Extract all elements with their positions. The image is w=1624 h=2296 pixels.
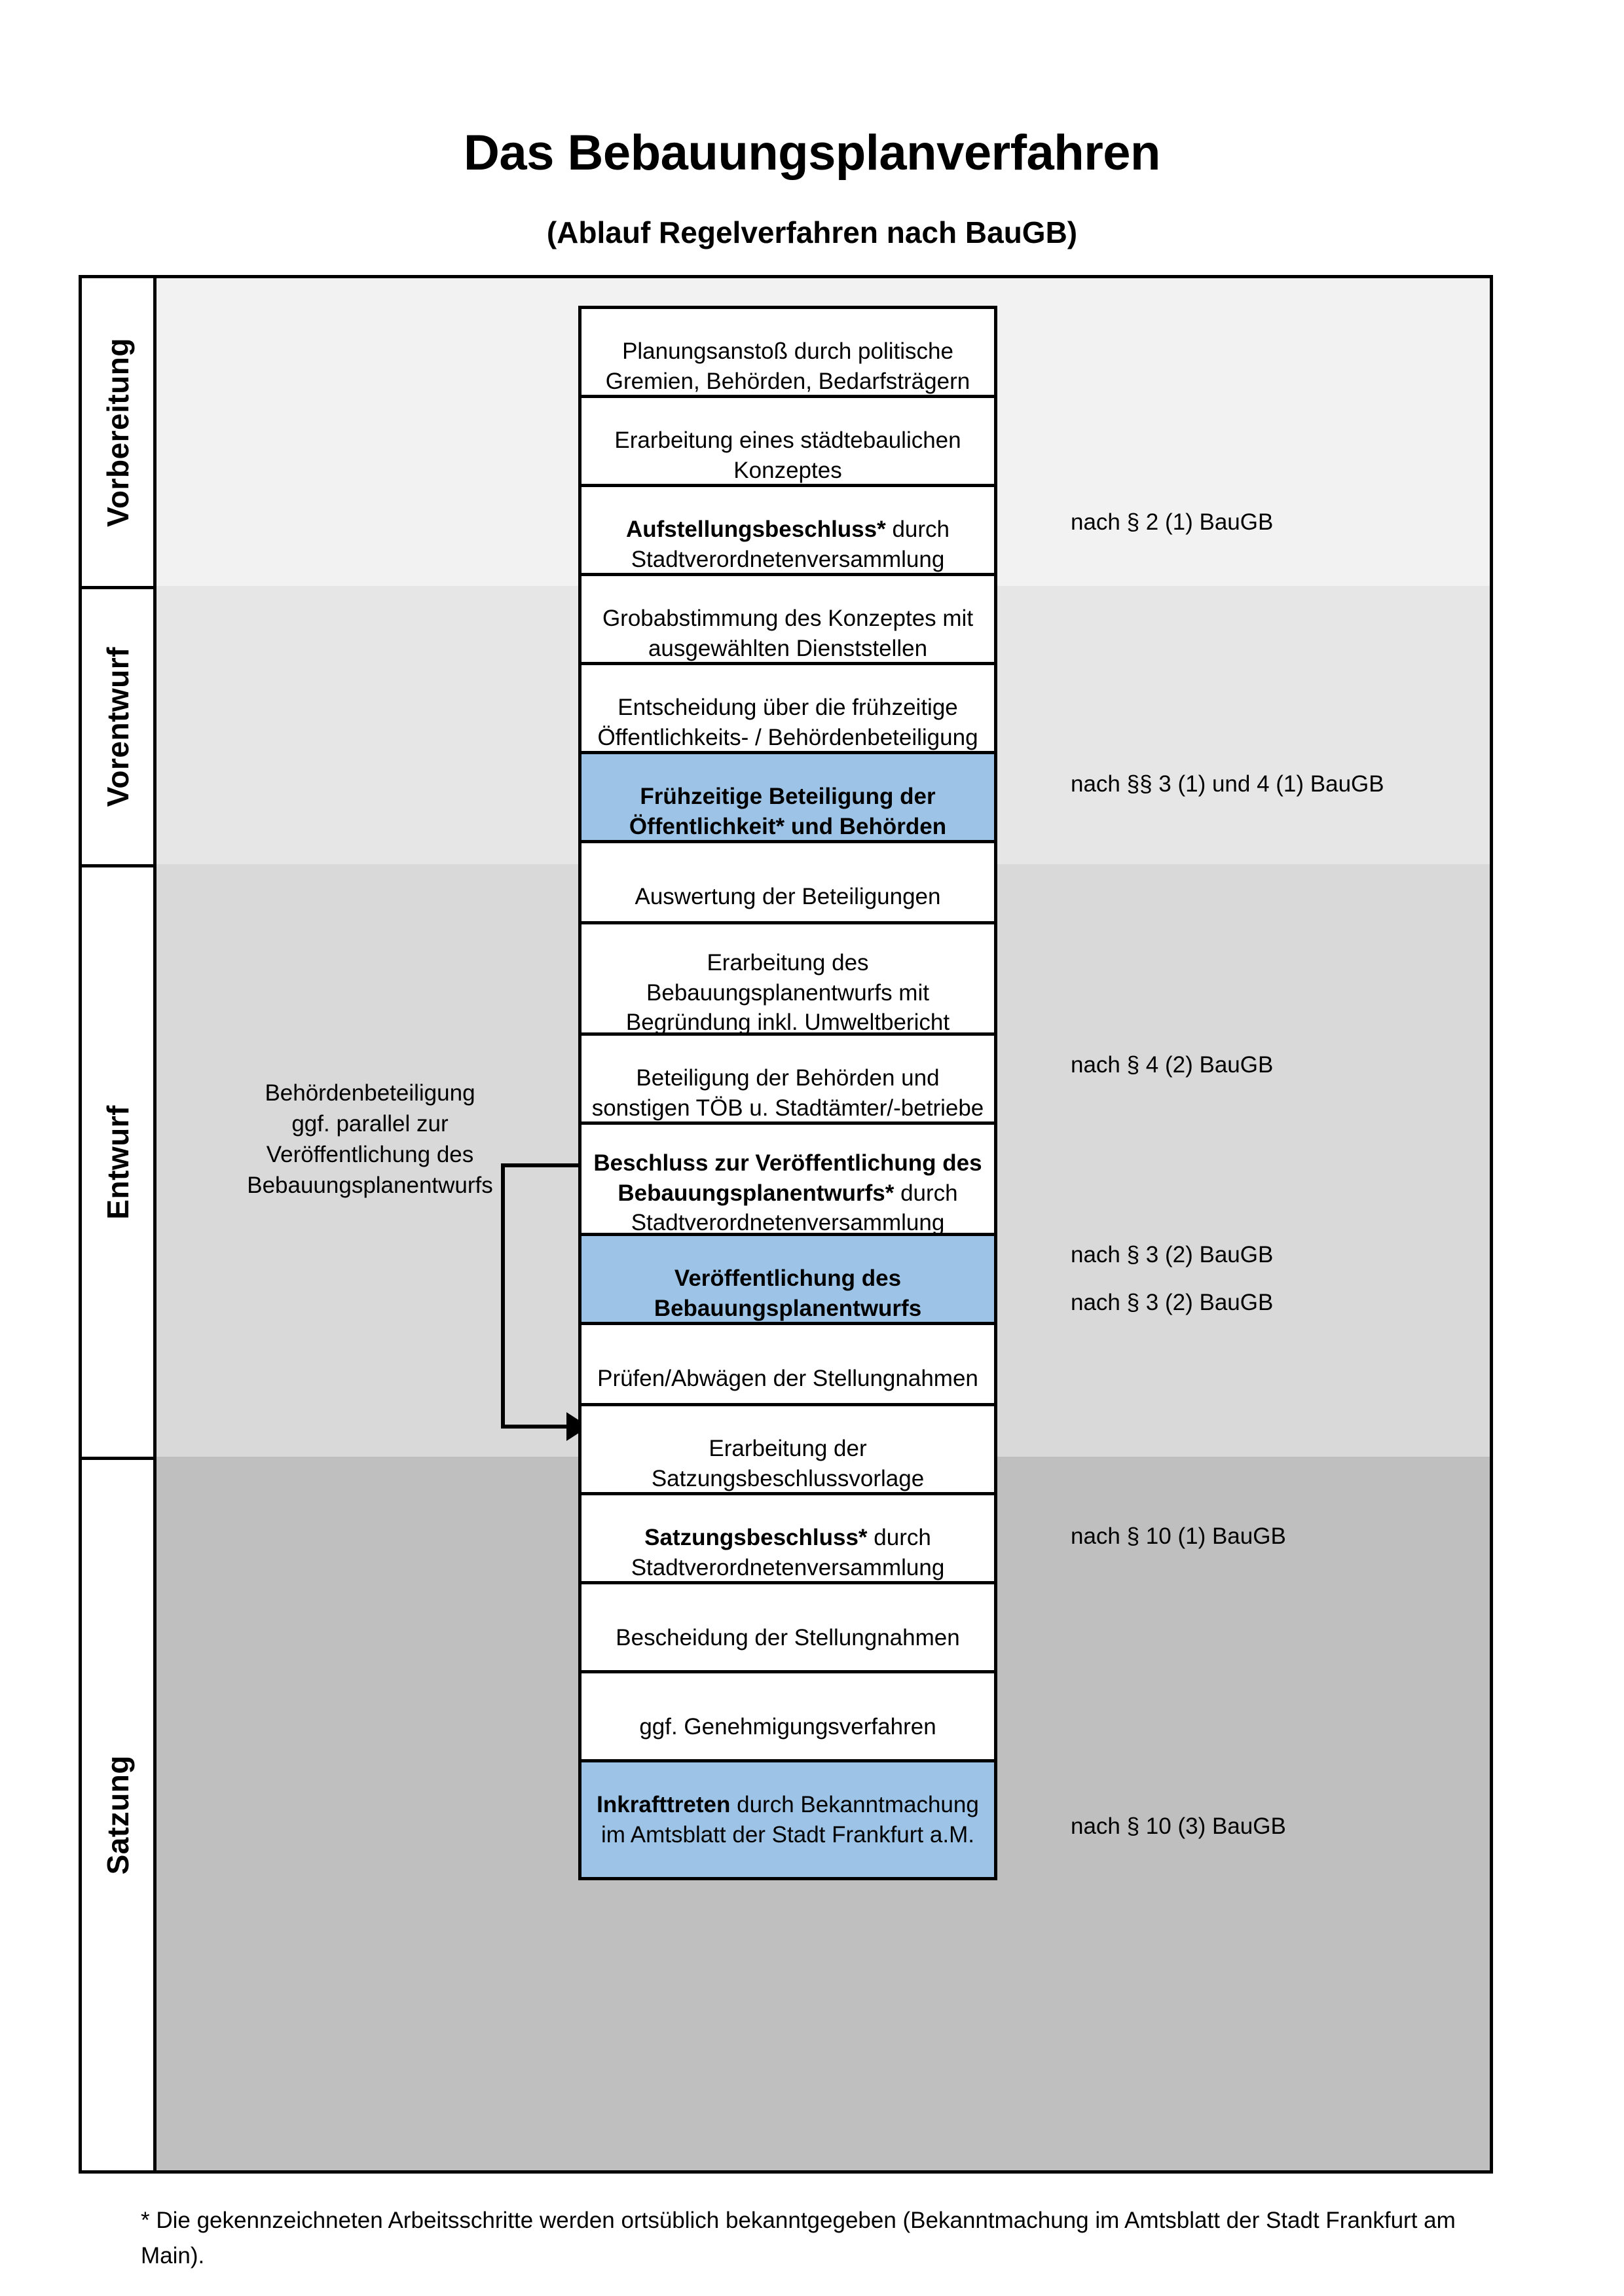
phase-label-entwurf: Entwurf	[100, 1104, 135, 1220]
bypass-connector-vert	[501, 1163, 505, 1429]
box-line: Planungsanstoß durch politische	[622, 338, 953, 364]
phase-label-satzung: Satzung	[100, 1755, 135, 1875]
box-line: Auswertung der Beteiligungen	[635, 883, 941, 909]
page-title: Das Bebauungsplanverfahren	[464, 125, 1160, 181]
legal-ref-par10-3: nach § 10 (3) BauGB	[1071, 1813, 1286, 1839]
box-line: Bebauungsplanentwurfs* durch	[618, 1178, 957, 1209]
phase-label-vorbereitung: Vorbereitung	[100, 337, 135, 527]
box-line-suffix: durch	[885, 517, 950, 542]
box-line: Entscheidung über die frühzeitige	[618, 695, 958, 720]
box-line: Grobabstimmung des Konzeptes mit	[602, 606, 974, 631]
phase-cell-vorbereitung: Vorbereitung	[82, 278, 153, 586]
box-line: Gremien, Behörden, Bedarfsträgern	[605, 368, 970, 394]
process-box-inkrafttreten[interactable]: Inkrafttreten durch Bekanntmachung im Am…	[578, 1759, 997, 1880]
box-line-suffix: durch	[894, 1180, 958, 1206]
box-line: Aufstellungsbeschluss* durch	[626, 515, 950, 545]
legal-ref-par10-1: nach § 10 (1) BauGB	[1071, 1523, 1286, 1549]
phase-cell-entwurf: Entwurf	[82, 864, 153, 1457]
box-line: Frühzeitige Beteiligung der	[640, 784, 936, 809]
box-line: Stadtverordnetenversammlung	[631, 1210, 945, 1236]
box-line: Öffentlichkeit* und Behörden	[629, 813, 947, 839]
box-line: Stadtverordnetenversammlung	[631, 546, 945, 572]
box-line: Inkrafttreten durch Bekanntmachung	[597, 1790, 979, 1820]
box-line: Beschluss zur Veröffentlichung des	[593, 1150, 982, 1176]
legal-ref-par3-1-4-1: nach §§ 3 (1) und 4 (1) BauGB	[1071, 771, 1384, 797]
diagram-frame: Vorbereitung Vorentwurf Entwurf Satzung …	[79, 275, 1493, 2174]
box-line: Öffentlichkeits- / Behördenbeteiligung	[597, 724, 978, 750]
box-line: Konzeptes	[733, 457, 842, 483]
box-line: Beteiligung der Behörden und	[636, 1065, 940, 1091]
box-line-bold: Satzungsbeschluss*	[644, 1525, 868, 1550]
box-line: Bebauungsplanentwurfs	[654, 1295, 922, 1321]
box-line: sonstigen TÖB u. Stadtämter/-betriebe	[591, 1095, 984, 1121]
legal-ref-par2-1: nach § 2 (1) BauGB	[1071, 509, 1274, 535]
bypass-connector-bottom	[501, 1425, 578, 1429]
box-line-bold: Inkrafttreten	[597, 1792, 731, 1817]
box-line: im Amtsblatt der Stadt Frankfurt a.M.	[601, 1821, 974, 1848]
box-line-bold: Aufstellungsbeschluss*	[625, 517, 886, 542]
phase-column: Vorbereitung Vorentwurf Entwurf Satzung	[82, 278, 157, 2170]
box-line: Prüfen/Abwägen der Stellungnahmen	[597, 1365, 978, 1391]
box-line: Bescheidung der Stellungnahmen	[616, 1624, 960, 1650]
side-note-line: Veröffentlichung des	[266, 1141, 474, 1167]
box-line: Begründung inkl. Umweltbericht	[625, 1010, 950, 1036]
box-line: Veröffentlichung des	[674, 1266, 902, 1291]
box-line: Erarbeitung der	[709, 1436, 867, 1461]
side-note-line: ggf. parallel zur	[291, 1110, 449, 1137]
box-line-bold: Bebauungsplanentwurfs*	[618, 1180, 895, 1206]
box-line: Bebauungsplanentwurfs mit	[646, 979, 929, 1006]
phase-cell-vorentwurf: Vorentwurf	[82, 586, 153, 864]
process-box-erarbeitung-bebauungsplanentwurf[interactable]: Erarbeitung des Bebauungsplanentwurfs mi…	[578, 921, 997, 1065]
legal-ref-par4-2: nach § 4 (2) BauGB	[1071, 1052, 1274, 1078]
box-line: Erarbeitung eines städtebaulichen	[614, 428, 961, 453]
phase-cell-satzung: Satzung	[82, 1457, 153, 2170]
box-line: ggf. Genehmigungsverfahren	[639, 1713, 936, 1740]
phase-label-vorentwurf: Vorentwurf	[100, 646, 135, 807]
legal-ref-par3-2-a: nach § 3 (2) BauGB	[1071, 1242, 1274, 1267]
footnote: * Die gekennzeichneten Arbeitsschritte w…	[141, 2208, 1456, 2269]
box-line: Satzungsbeschlussvorlage	[651, 1465, 925, 1491]
box-line-suffix: durch Bekanntmachung	[730, 1792, 979, 1817]
side-note-behoerdenbeteiligung: Behördenbeteiligung ggf. parallel zur Ve…	[174, 1078, 566, 1201]
legal-ref-par3-2-b: nach § 3 (2) BauGB	[1071, 1290, 1274, 1315]
box-line-suffix: durch	[867, 1525, 931, 1550]
box-line: Stadtverordnetenversammlung	[631, 1554, 945, 1580]
box-line: ausgewählten Dienststellen	[648, 635, 928, 661]
side-note-line: Behördenbeteiligung	[265, 1080, 475, 1106]
page-subtitle: (Ablauf Regelverfahren nach BauGB)	[546, 215, 1078, 249]
box-line: Erarbeitung des	[707, 950, 869, 976]
box-line: Satzungsbeschluss* durch	[644, 1523, 931, 1553]
bypass-connector-top	[501, 1163, 583, 1167]
side-note-line: Bebauungsplanentwurfs	[247, 1172, 493, 1198]
